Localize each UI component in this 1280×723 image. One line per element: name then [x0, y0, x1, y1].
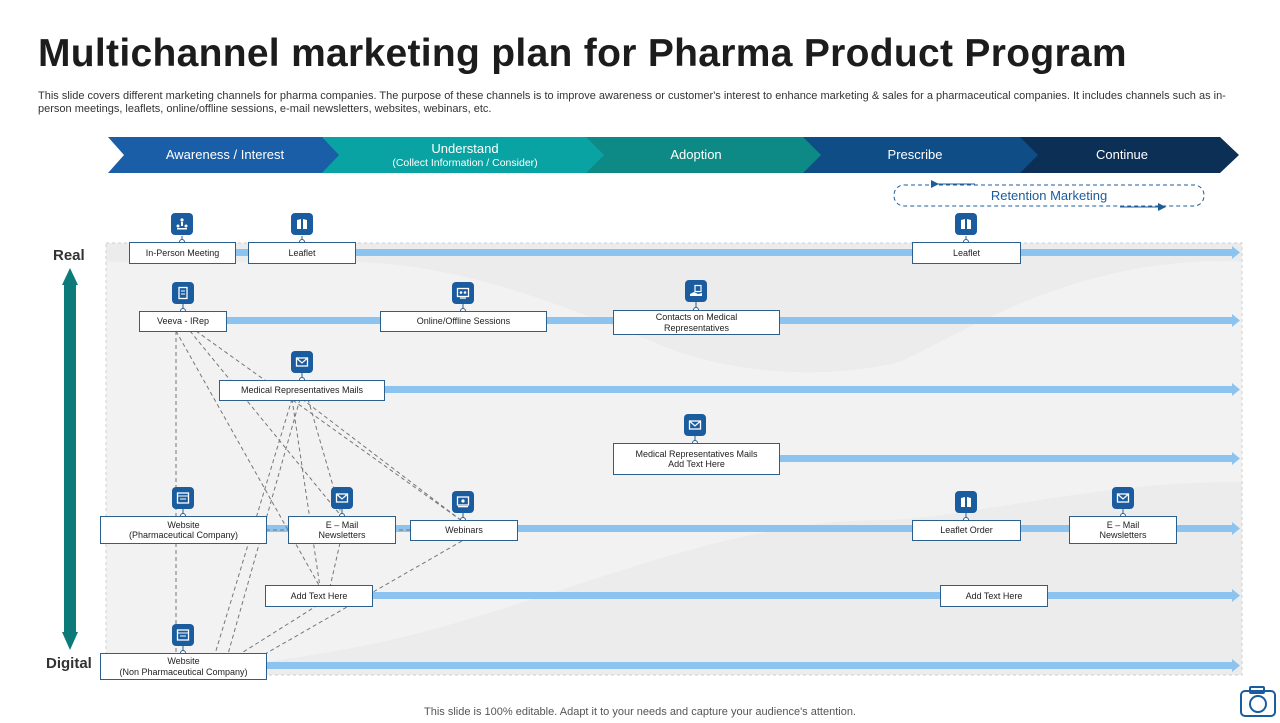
node-medical-representatives-mails-adoption: Medical Representatives Mails Add Text H…: [613, 443, 780, 475]
footer-note: This slide is 100% editable. Adapt it to…: [424, 706, 856, 718]
node-leaflet-prescribe: Leaflet: [912, 242, 1021, 264]
website-icon: [172, 487, 194, 509]
stage-label-prescribe: Prescribe: [887, 147, 943, 162]
lane-5: [266, 525, 1232, 532]
email-icon: [1112, 487, 1134, 509]
stage-arrow-prescribe: [803, 137, 1040, 173]
camera-icon[interactable]: [1239, 684, 1277, 718]
stage-arrow-adoption: [586, 137, 823, 173]
stage-label-awareness: Awareness / Interest: [165, 147, 285, 162]
axis-arrow-top: [62, 268, 78, 285]
node-add-text-right: Add Text Here: [940, 585, 1048, 607]
stage-label-understand: Understand(Collect Information / Conside…: [340, 142, 590, 170]
axis-label-real: Real: [53, 247, 85, 264]
hand-contact-icon: [685, 280, 707, 302]
leaflet-icon: [291, 213, 313, 235]
lane-1: [235, 249, 1232, 256]
page-description: This slide covers different marketing ch…: [38, 90, 1226, 115]
axis-label-digital: Digital: [46, 655, 92, 672]
real-digital-axis-bar: [64, 285, 76, 632]
node-website-pharma: Website (Pharmaceutical Company): [100, 516, 267, 544]
stage-label-adoption: Adoption: [670, 147, 722, 162]
axis-arrow-bottom: [62, 632, 78, 650]
node-add-text-left: Add Text Here: [265, 585, 373, 607]
website-icon: [172, 624, 194, 646]
stage-label-continue: Continue: [1095, 147, 1149, 162]
lane-4: [778, 455, 1232, 462]
stage-sublabel-understand: (Collect Information / Consider): [392, 157, 538, 169]
node-leaflet: Leaflet: [248, 242, 356, 264]
node-website-non-pharma: Website (Non Pharmaceutical Company): [100, 653, 267, 680]
page-title: Multichannel marketing plan for Pharma P…: [38, 32, 1127, 75]
funnel-background: [106, 243, 1242, 373]
node-email-newsletters: E – Mail Newsletters: [288, 516, 396, 544]
sessions-icon: [452, 282, 474, 304]
leaflet-icon: [955, 491, 977, 513]
lane-3: [384, 386, 1232, 393]
node-webinars: Webinars: [410, 520, 518, 541]
node-in-person-meeting: In-Person Meeting: [129, 242, 236, 264]
lane-7: [266, 662, 1232, 669]
mail-icon: [291, 351, 313, 373]
leaflet-icon: [955, 213, 977, 235]
document-icon: [172, 282, 194, 304]
node-email-newsletters-continue: E – Mail Newsletters: [1069, 516, 1177, 544]
retention-marketing-label: Retention Marketing: [990, 188, 1108, 203]
stage-arrow-understand: [322, 137, 606, 173]
node-veeva-irep: Veeva - IRep: [139, 311, 227, 332]
node-leaflet-order: Leaflet Order: [912, 520, 1021, 541]
meeting-icon: [171, 213, 193, 235]
stage-arrow-continue: [1020, 137, 1239, 173]
email-icon: [331, 487, 353, 509]
node-contacts-medical-representatives: Contacts on Medical Representatives: [613, 310, 780, 335]
mail-icon: [684, 414, 706, 436]
webinar-icon: [452, 491, 474, 513]
stage-arrow-awareness: [108, 137, 342, 173]
node-medical-representatives-mails: Medical Representatives Mails: [219, 380, 385, 401]
node-online-offline-sessions: Online/Offline Sessions: [380, 311, 547, 332]
lane-6: [372, 592, 1232, 599]
